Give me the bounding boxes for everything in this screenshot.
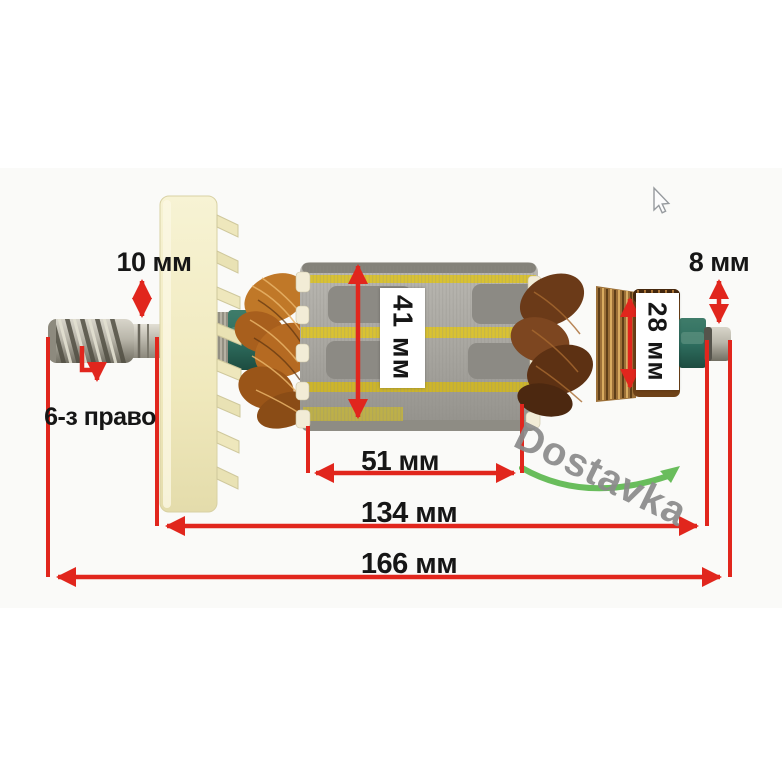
right-winding <box>510 273 593 417</box>
dim-label-51mm: 51 мм <box>361 445 439 476</box>
dim-label-10mm: 10 мм <box>116 247 192 277</box>
right-bearing <box>679 318 706 368</box>
helical-pinion-shaft <box>48 319 166 363</box>
watermark-swoosh <box>519 465 680 492</box>
dim-label-41mm: 41 мм <box>387 295 419 381</box>
gear-teeth <box>216 214 242 490</box>
dim-label-134mm: 134 мм <box>360 497 458 529</box>
dim-box-41mm: 41 мм <box>380 288 425 388</box>
dimension-lines <box>46 263 732 588</box>
dim-label-28mm: 28 мм <box>642 301 673 382</box>
spiral-direction-arrow <box>79 346 108 383</box>
mouse-cursor-icon <box>653 186 671 214</box>
plastic-gear <box>159 195 242 513</box>
spiral-direction-label: 6-з право <box>44 403 156 431</box>
dim-box-28mm: 28 мм <box>636 293 679 390</box>
dim-label-8mm: 8 мм <box>688 247 750 277</box>
dim-label-166mm: 166 мм <box>360 548 458 580</box>
